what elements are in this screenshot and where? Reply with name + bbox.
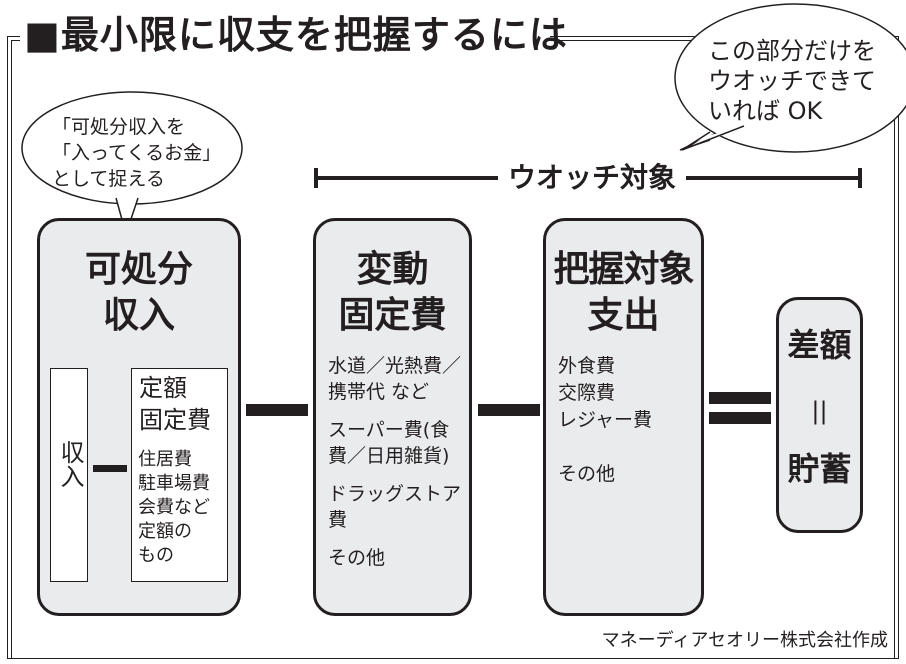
minus-sign xyxy=(246,404,308,416)
bubble-line: この部分だけを xyxy=(708,37,876,65)
equals-sign-bottom xyxy=(709,412,771,424)
list-item: その他 xyxy=(328,547,386,569)
box-items: 外食費 交際費 レジャー費 その他 xyxy=(558,353,652,488)
bubble-line: 「可処分収入を xyxy=(52,116,186,138)
savings-label: 貯蓄 xyxy=(787,450,852,488)
bubble-line: 「入ってくるお金」 xyxy=(52,142,222,164)
bubble-line: いれば OK xyxy=(708,97,823,125)
bubble-line: として捉える xyxy=(52,168,165,190)
watch-range-right-cap xyxy=(858,168,862,188)
difference-label: 差額 xyxy=(787,326,852,364)
speech-bubble-left xyxy=(21,91,243,237)
list-item: 住居費 xyxy=(138,449,192,470)
tracked-expense-box: 把握対象 支出 外食費 交際費 レジャー費 その他 xyxy=(543,218,704,616)
box-heading: 変動 xyxy=(356,249,429,290)
watch-target-label: ウオッチ対象 xyxy=(498,158,687,198)
box-heading: 支出 xyxy=(587,295,660,336)
variable-fixed-cost-box: 変動 固定費 水道／光熱費／携帯代 など スーパー費(食費／日用雑貨) ドラッグ… xyxy=(313,218,472,616)
savings-box: 差額 || 貯蓄 xyxy=(776,297,863,533)
list-item: 定額の xyxy=(138,521,192,542)
bubble-line: ウオッチできて xyxy=(708,67,876,95)
list-item: スーパー費(食費／日用雑貨) xyxy=(328,419,450,467)
box-heading: 収入 xyxy=(102,295,175,336)
fixed-cost-heading: 定額 固定費 xyxy=(139,374,211,434)
fixed-cost-items: 住居費 駐車場費 会費など 定額の もの xyxy=(138,448,210,568)
box-heading: 可処分 xyxy=(84,249,193,290)
income-column xyxy=(50,368,88,582)
box-items: 水道／光熱費／携帯代 など スーパー費(食費／日用雑貨) ドラッグストア費 その… xyxy=(328,353,464,583)
income-label: 収入 xyxy=(56,440,84,488)
list-item: 交際費 xyxy=(558,382,616,404)
list-item: 外食費 xyxy=(558,355,616,377)
credit-text: マネーディアセオリー株式会社作成 xyxy=(601,630,888,651)
list-item: ドラッグストア費 xyxy=(328,483,462,531)
list-item: 会費など xyxy=(138,497,210,518)
list-item: 駐車場費 xyxy=(138,473,210,494)
list-item: その他 xyxy=(558,463,616,485)
speech-bubble-top-right xyxy=(674,3,906,153)
minus-sign xyxy=(478,404,540,416)
box-heading: 固定費 xyxy=(338,295,447,336)
equals-vertical: || xyxy=(811,397,828,425)
equals-sign-top xyxy=(709,392,771,404)
watch-range-left-cap xyxy=(314,168,318,188)
fixed-cost-column xyxy=(131,368,228,582)
minus-sign xyxy=(93,465,127,472)
list-item: レジャー費 xyxy=(558,409,653,431)
list-item: もの xyxy=(138,545,174,566)
box-heading: 把握対象 xyxy=(553,249,694,290)
page-title: ■最小限に収支を把握するには xyxy=(24,13,568,57)
list-item: 水道／光熱費／携帯代 など xyxy=(328,355,462,403)
